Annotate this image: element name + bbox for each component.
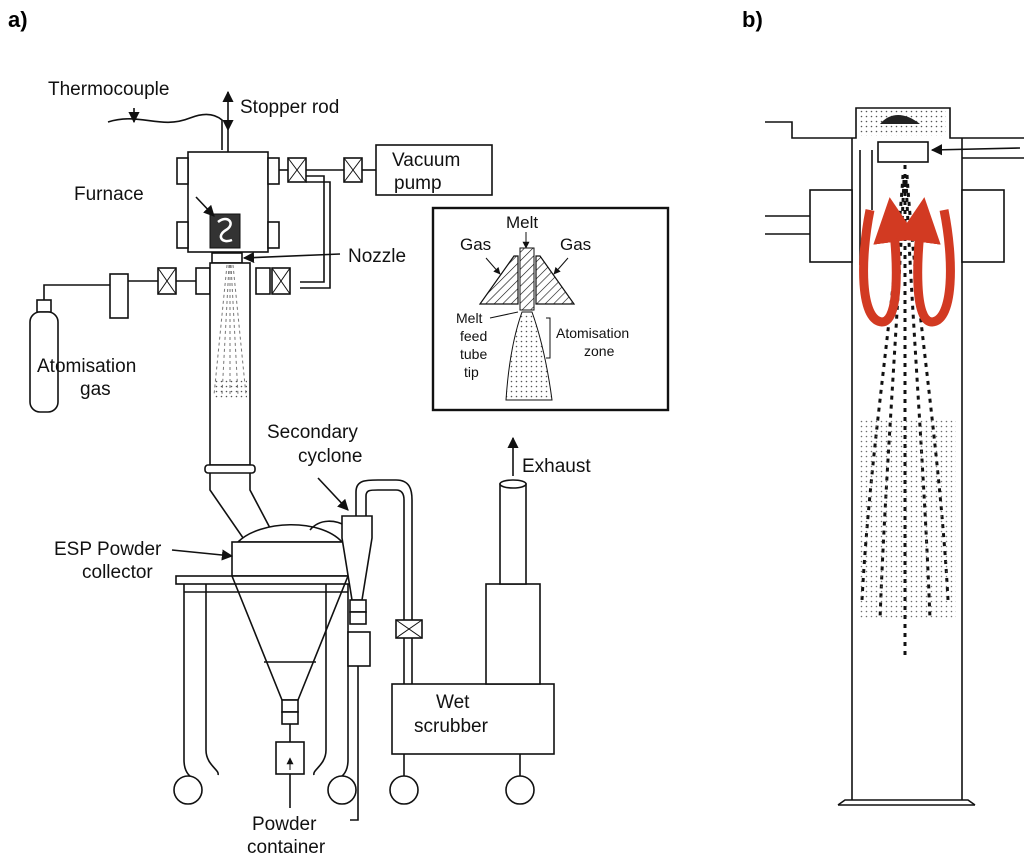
wheel xyxy=(173,775,203,805)
nozzle-housing xyxy=(877,141,929,163)
secondary-cyclone-label-2: cyclone xyxy=(298,446,362,467)
secondary-cyclone xyxy=(341,515,373,601)
thermocouple-wire xyxy=(107,113,223,150)
panel-a-label: a) xyxy=(8,7,28,32)
nozzle-body-left xyxy=(478,255,519,305)
furnace-lug xyxy=(267,221,280,249)
inset-frame xyxy=(431,206,670,412)
vacuum-pump-box xyxy=(375,144,493,196)
chamber-flange xyxy=(204,464,256,474)
stand-top xyxy=(175,575,357,585)
collector-dome xyxy=(236,523,344,543)
wet-scrubber-label-2: scrubber xyxy=(414,716,489,737)
cone-valve xyxy=(281,699,299,713)
vacuum-pump-label-2: pump xyxy=(394,173,442,194)
scrubber-tower xyxy=(485,583,541,685)
cyclone-valve xyxy=(349,611,367,625)
powder-container-label-2: container xyxy=(247,837,326,858)
recirculation-left-icon xyxy=(859,197,918,327)
spray-chamber-detail xyxy=(765,107,1024,806)
inset-melt-feed-2: feed xyxy=(460,328,487,344)
inset-melt-label: Melt xyxy=(506,213,538,232)
nozzle-detail-inset: Melt Gas Gas Melt feed tube tip Atomisat… xyxy=(431,206,670,412)
furnace-lug xyxy=(176,157,189,185)
inset-melt-feed-4: tip xyxy=(464,364,479,380)
collector-cone xyxy=(231,575,349,701)
inset-gas-left-label: Gas xyxy=(460,235,491,254)
side-lug-right xyxy=(961,189,1005,263)
top-plate xyxy=(765,107,1024,139)
gas-inlet-lug xyxy=(255,267,271,295)
vacuum-pump-label-1: Vacuum xyxy=(392,150,460,171)
cyclone-container xyxy=(347,631,371,667)
secondary-cyclone-label-1: Secondary xyxy=(267,422,358,443)
flow-meter xyxy=(109,273,129,319)
cyclone-valve xyxy=(349,599,367,613)
vacuum-branch-pipe xyxy=(300,175,325,283)
inset-atomisation-zone-1: Atomisation xyxy=(556,325,629,341)
cyclone-pointer xyxy=(317,477,349,511)
inset-gas-right-label: Gas xyxy=(560,235,591,254)
nozzle-body-right xyxy=(535,255,576,305)
furnace-label: Furnace xyxy=(74,184,144,205)
thermocouple-label: Thermocouple xyxy=(48,79,169,100)
panel-b-label: b) xyxy=(742,7,763,32)
stopper-rod-label: Stopper rod xyxy=(240,97,339,118)
gas-supply-pipe xyxy=(43,284,110,300)
esp-powder-collector xyxy=(231,541,349,577)
melt-feed-tube xyxy=(519,247,535,311)
furnace-lug xyxy=(267,157,280,185)
melt-swirl-icon xyxy=(217,217,233,243)
furnace-lug xyxy=(176,221,189,249)
nozzle-label: Nozzle xyxy=(348,246,406,267)
esp-collector-label-2: collector xyxy=(82,562,153,583)
atomisation-gas-cylinder xyxy=(29,311,59,413)
wet-scrubber xyxy=(391,683,555,755)
gas-inlet-lug xyxy=(195,267,211,295)
gas-inlet-arrow xyxy=(930,144,1021,156)
side-lug-left xyxy=(809,189,853,263)
powder-cloud xyxy=(860,420,956,620)
exhaust-label: Exhaust xyxy=(522,456,591,477)
inset-melt-feed-1: Melt xyxy=(456,310,483,326)
cylinder-valve xyxy=(36,299,52,313)
chamber-base xyxy=(837,799,976,806)
exhaust-stack xyxy=(499,483,527,585)
collector-pointer xyxy=(171,549,234,561)
wet-scrubber-label-1: Wet xyxy=(436,692,470,713)
nozzle-pointer xyxy=(242,251,341,264)
cone-valve xyxy=(281,711,299,725)
atomisation-gas-label-2: gas xyxy=(80,379,111,400)
container-pointer-line xyxy=(350,666,359,821)
atomisation-plume xyxy=(505,311,553,401)
atomiser-apparatus: Vacuum pump Atomisation gas ESP Powd xyxy=(29,79,670,858)
esp-collector-label-1: ESP Powder xyxy=(54,539,162,560)
powder-container-label-1: Powder xyxy=(252,814,317,835)
scrubber-pipe xyxy=(355,479,413,684)
atomisation-gas-label-1: Atomisation xyxy=(37,356,136,377)
inset-melt-feed-3: tube xyxy=(460,346,487,362)
inset-atomisation-zone-2: zone xyxy=(584,343,615,359)
recirculation-right-icon xyxy=(896,197,955,327)
wheel xyxy=(327,775,357,805)
furnace-pointer xyxy=(195,196,215,217)
wheel xyxy=(389,775,419,805)
wheel xyxy=(505,775,535,805)
nozzle xyxy=(211,252,243,264)
